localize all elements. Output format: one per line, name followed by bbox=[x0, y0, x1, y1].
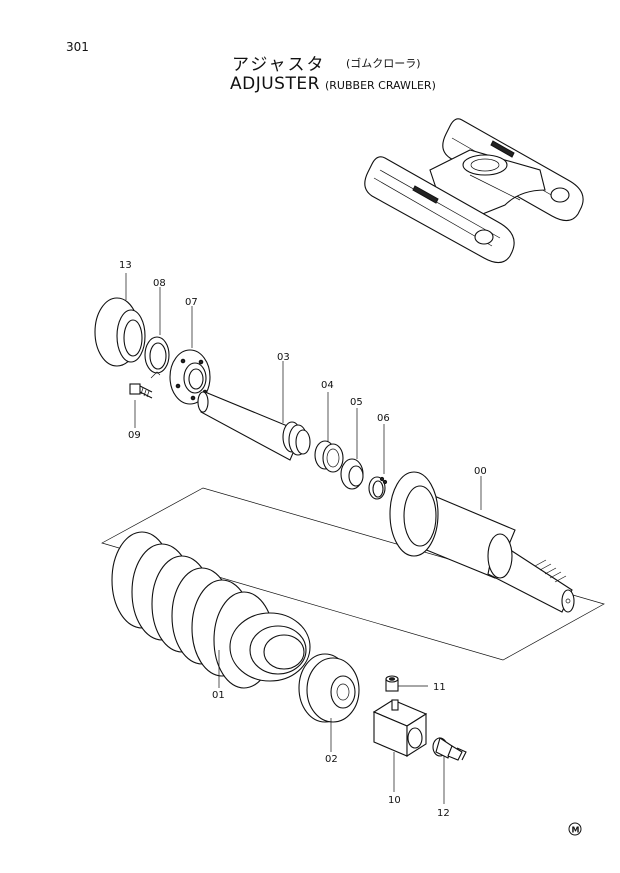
callout-00: 00 bbox=[474, 466, 487, 477]
part-12-valve bbox=[432, 737, 467, 761]
title-japanese: アジャスタ bbox=[232, 55, 326, 75]
leader-lines bbox=[125, 273, 482, 804]
callout-10: 10 bbox=[388, 795, 401, 806]
page-number: 301 bbox=[66, 40, 89, 54]
part-07-flange bbox=[169, 349, 211, 405]
callout-05: 05 bbox=[350, 397, 363, 408]
part-10-block bbox=[372, 699, 428, 757]
callout-13: 13 bbox=[119, 260, 132, 271]
callout-07: 07 bbox=[185, 297, 198, 308]
assembly-boundary-outline bbox=[101, 487, 605, 661]
part-05-ring bbox=[340, 458, 364, 490]
callout-11: 11 bbox=[433, 682, 446, 693]
callout-03: 03 bbox=[277, 352, 290, 363]
title-english: ADJUSTER bbox=[230, 74, 320, 94]
part-11-fitting bbox=[385, 675, 399, 692]
part-01-spring bbox=[111, 531, 311, 689]
callout-06: 06 bbox=[377, 413, 390, 424]
crawler-undercarriage-illustration bbox=[364, 118, 584, 264]
part-03-rod bbox=[197, 391, 311, 461]
title-japanese-subtitle: (ゴムクローラ) bbox=[346, 57, 421, 70]
part-04-packing bbox=[314, 440, 344, 473]
callout-02: 02 bbox=[325, 754, 338, 765]
callout-08: 08 bbox=[153, 278, 166, 289]
m-logo-mark: M bbox=[568, 822, 582, 836]
callout-09: 09 bbox=[128, 430, 141, 441]
m-logo-letter: M bbox=[572, 826, 580, 835]
part-08-seal bbox=[144, 336, 170, 374]
callout-01: 01 bbox=[212, 690, 225, 701]
part-13-bracket bbox=[94, 297, 146, 367]
part-06-snap-ring bbox=[368, 476, 388, 500]
part-02-spring-seat bbox=[298, 653, 360, 723]
part-00-cylinder-assembly bbox=[389, 471, 575, 613]
callout-12: 12 bbox=[437, 808, 450, 819]
callout-04: 04 bbox=[321, 380, 334, 391]
callout-labels: 13 08 07 03 04 05 06 00 09 01 02 11 10 1… bbox=[119, 260, 487, 819]
part-09-bolt bbox=[129, 371, 161, 399]
title-english-subtitle: (RUBBER CRAWLER) bbox=[325, 79, 436, 92]
